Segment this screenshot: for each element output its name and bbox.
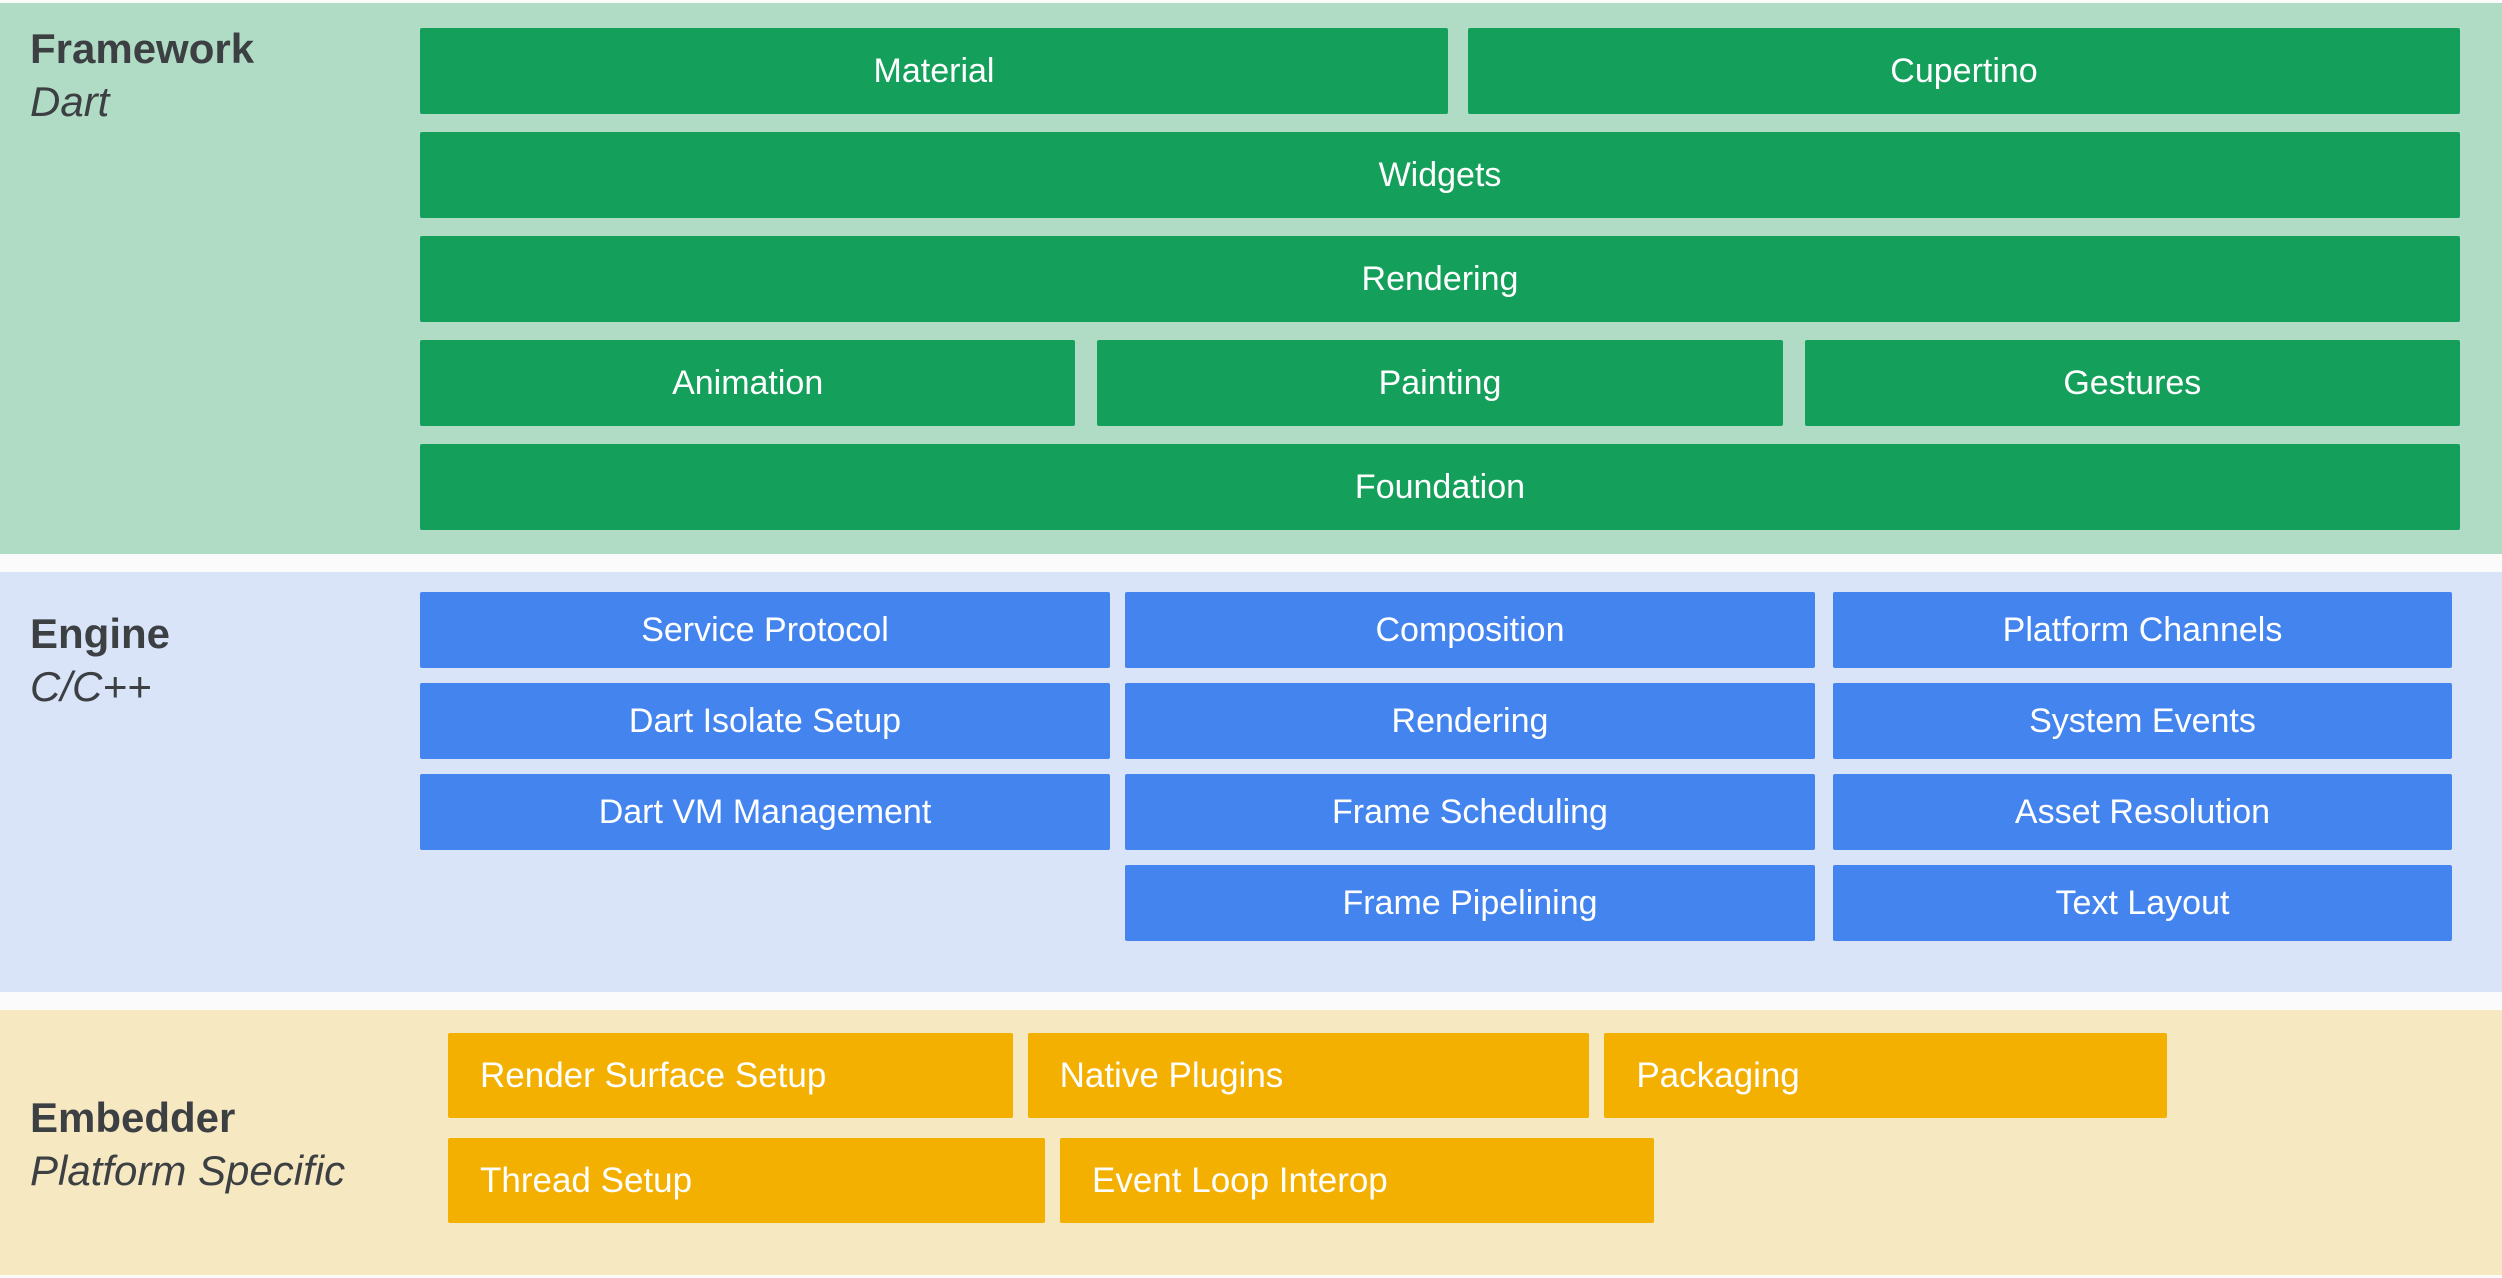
engine-boxes: Service Protocol Dart Isolate Setup Dart… <box>420 592 2452 941</box>
engine-box-dart-isolate-setup: Dart Isolate Setup <box>420 683 1110 759</box>
embedder-subtitle: Platform Specific <box>30 1146 346 1194</box>
embedder-label: Embedder Platform Specific <box>30 1092 345 1197</box>
framework-row-5: Foundation <box>420 444 2460 530</box>
framework-box-rendering: Rendering <box>420 236 2460 322</box>
embedder-box-packaging: Packaging <box>1604 1033 2168 1118</box>
framework-box-widgets: Widgets <box>420 132 2460 218</box>
engine-box-service-protocol: Service Protocol <box>420 592 1110 668</box>
engine-title: Engine <box>30 610 171 657</box>
framework-box-cupertino: Cupertino <box>1468 28 2460 114</box>
engine-column-1: Service Protocol Dart Isolate Setup Dart… <box>420 592 1110 941</box>
framework-box-gestures: Gestures <box>1804 340 2460 426</box>
embedder-box-thread-setup: Thread Setup <box>448 1138 1045 1223</box>
embedder-layer: Embedder Platform Specific Render Surfac… <box>0 1010 2502 1275</box>
engine-subtitle: C/C++ <box>30 662 152 710</box>
framework-box-material: Material <box>420 28 1448 114</box>
engine-box-platform-channels: Platform Channels <box>1833 592 2452 668</box>
framework-box-painting: Painting <box>1097 340 1783 426</box>
engine-box-dart-vm-management: Dart VM Management <box>420 774 1110 850</box>
engine-box-text-layout: Text Layout <box>1833 865 2452 941</box>
engine-label: Engine C/C++ <box>30 608 170 713</box>
engine-box-composition: Composition <box>1125 592 1815 668</box>
framework-layer: Framework Dart Material Cupertino Widget… <box>0 3 2502 554</box>
framework-boxes: Material Cupertino Widgets Rendering Ani… <box>420 28 2460 530</box>
framework-row-1: Material Cupertino <box>420 28 2460 114</box>
framework-title: Framework <box>30 25 255 72</box>
embedder-box-native-plugins: Native Plugins <box>1027 1033 1590 1118</box>
embedder-box-event-loop-interop: Event Loop Interop <box>1060 1138 1654 1223</box>
engine-box-frame-pipelining: Frame Pipelining <box>1125 865 1815 941</box>
engine-column-3: Platform Channels System Events Asset Re… <box>1833 592 2452 941</box>
engine-box-frame-scheduling: Frame Scheduling <box>1125 774 1815 850</box>
embedder-boxes: Render Surface Setup Native Plugins Pack… <box>448 1033 2168 1223</box>
framework-row-3: Rendering <box>420 236 2460 322</box>
framework-row-2: Widgets <box>420 132 2460 218</box>
embedder-title: Embedder <box>30 1094 236 1141</box>
engine-layer: Engine C/C++ Service Protocol Dart Isola… <box>0 572 2502 992</box>
engine-box-system-events: System Events <box>1833 683 2452 759</box>
framework-box-foundation: Foundation <box>420 444 2460 530</box>
framework-box-animation: Animation <box>420 340 1076 426</box>
framework-label: Framework Dart <box>30 23 254 128</box>
embedder-row-2: Thread Setup Event Loop Interop <box>448 1138 2167 1223</box>
embedder-box-render-surface-setup: Render Surface Setup <box>448 1033 1013 1118</box>
framework-row-4: Animation Painting Gestures <box>420 340 2460 426</box>
engine-box-rendering: Rendering <box>1125 683 1815 759</box>
framework-subtitle: Dart <box>30 77 110 125</box>
engine-column-2: Composition Rendering Frame Scheduling F… <box>1125 592 1815 941</box>
embedder-row-1: Render Surface Setup Native Plugins Pack… <box>448 1033 2168 1118</box>
engine-box-asset-resolution: Asset Resolution <box>1833 774 2452 850</box>
